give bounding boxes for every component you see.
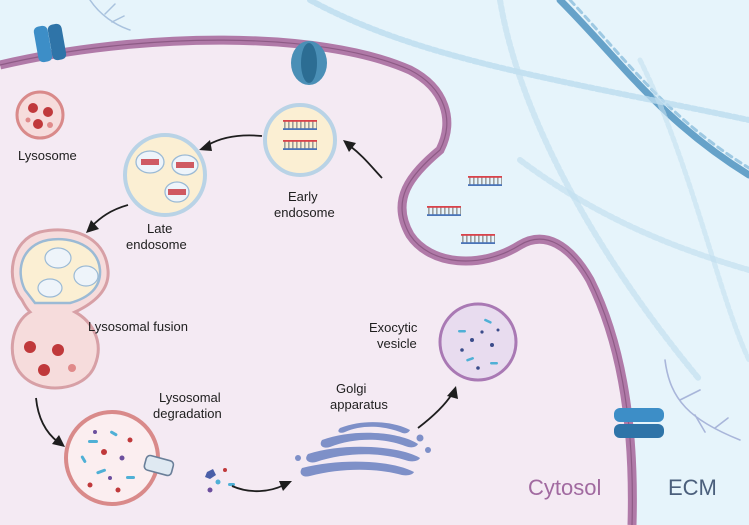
arrow-to-golgi [231,484,285,493]
golgi-apparatus-label-line2: apparatus [330,397,388,412]
lysosomal-fusion-label: Lysosomal fusion [88,319,188,334]
early-endosome-label-line1: Early [288,189,318,204]
cytosol-label: Cytosol [528,475,601,500]
lysosomal-degradation-label-line2: degradation [153,406,222,421]
late-endosome-label-line1: Late [147,221,172,236]
lysosomal-degradation-icon [64,410,175,506]
membrane-channel-right [614,408,664,438]
golgi-apparatus-label-line1: Golgi [336,381,366,396]
ecm-label: ECM [668,475,717,500]
arrow-to-late-endosome [207,134,263,146]
lysosome-icon [15,90,65,140]
degraded-fragments [205,468,235,493]
arrow-to-early-endosome [349,145,383,179]
exocytic-vesicle-icon [438,302,518,382]
lysosomal-fusion-icon [10,228,110,390]
arrow-heads [52,140,458,491]
late-endosome-label-line2: endosome [126,237,187,252]
ecm-fibers [89,0,749,441]
early-endosome-icon [263,103,337,177]
lysosomal-degradation-label-line1: Lysosomal [159,390,221,405]
arrow-to-degradation [35,397,59,443]
extracellular-dna [427,176,502,244]
exocytic-vesicle-label-line2: vesicle [377,336,417,351]
membrane-channel-left [33,23,67,63]
membrane-channel-top [291,41,327,85]
golgi-apparatus-icon [295,422,431,477]
exocytic-vesicle-label-line1: Exocytic [369,320,418,335]
lysosome-label: Lysosome [18,148,77,163]
early-endosome-label-line2: endosome [274,205,335,220]
late-endosome-icon [123,133,207,217]
